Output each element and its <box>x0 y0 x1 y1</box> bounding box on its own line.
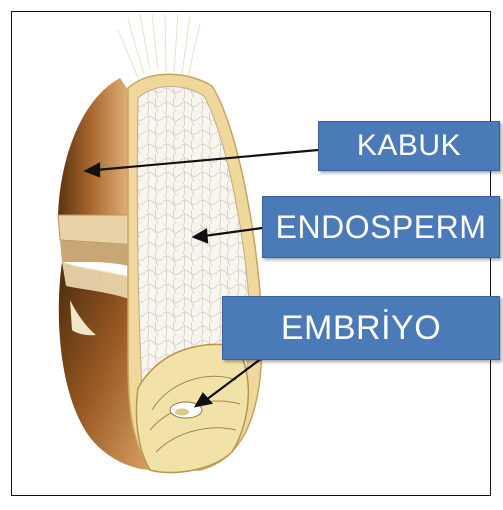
brush-hairs <box>118 14 200 78</box>
label-embriyo: EMBRİYO <box>222 296 500 360</box>
label-kabuk: KABUK <box>318 121 500 171</box>
label-endosperm: ENDOSPERM <box>262 196 500 258</box>
